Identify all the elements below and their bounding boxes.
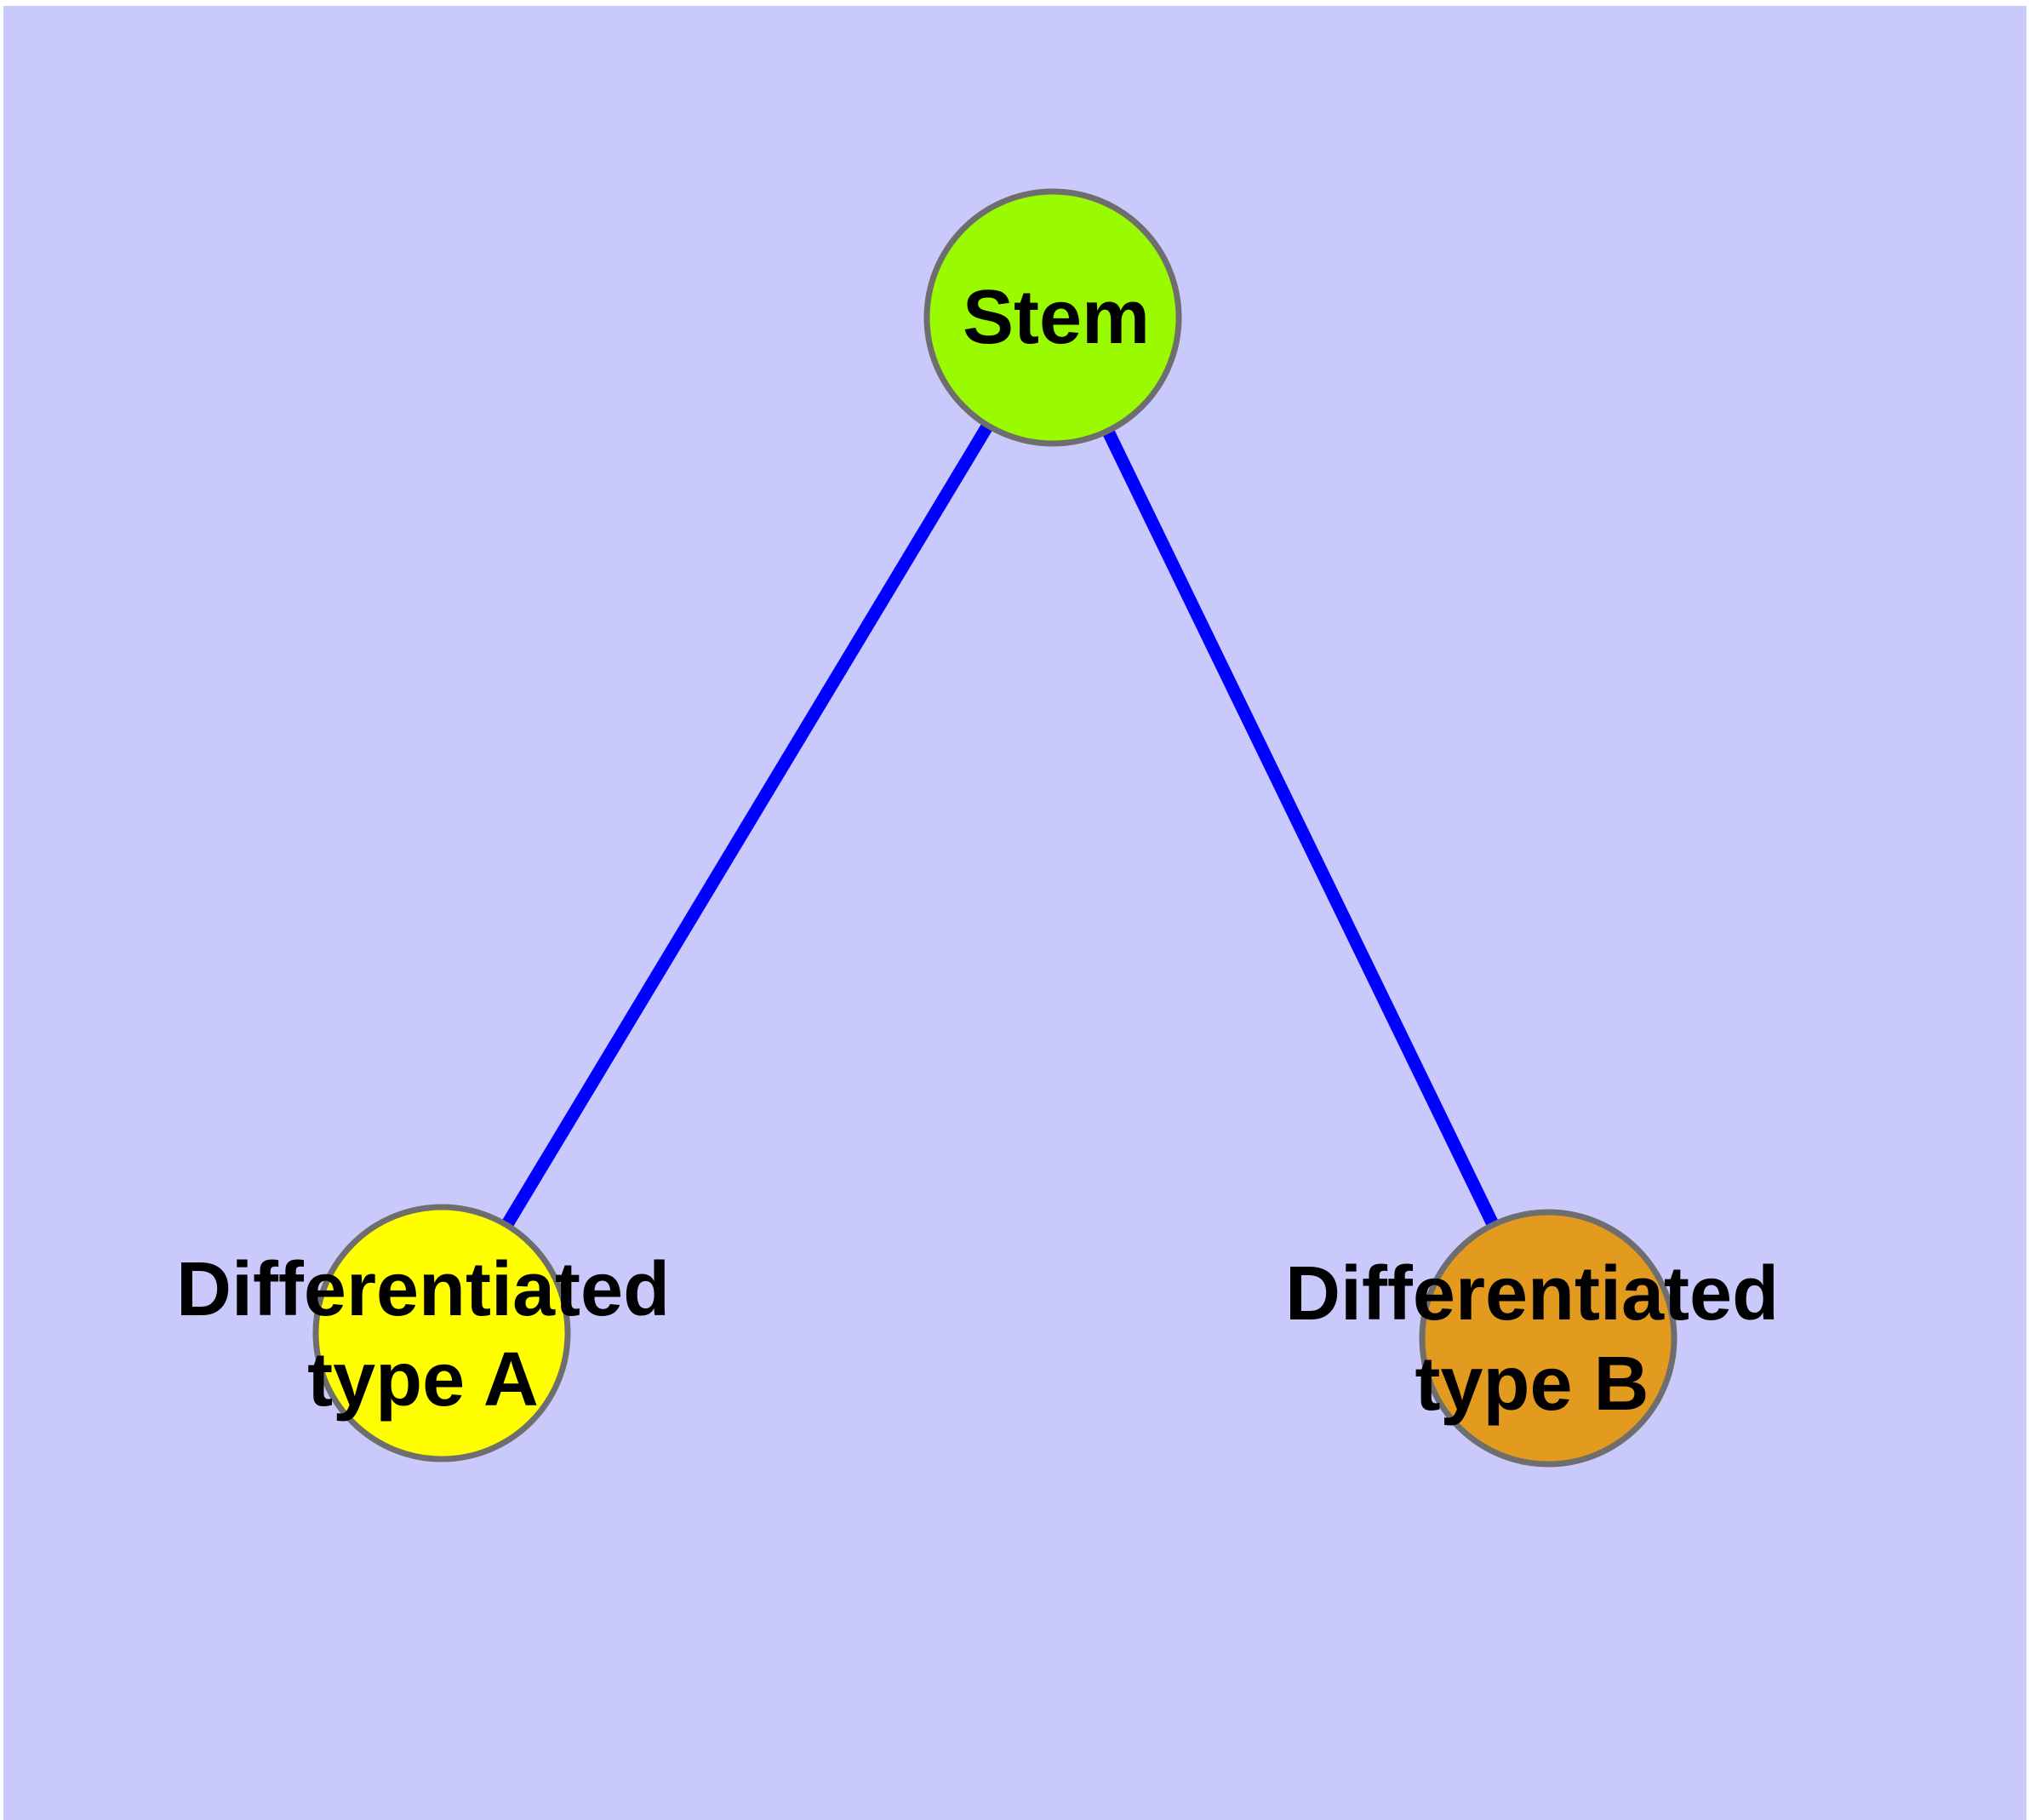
node-stem-label: Stem <box>962 275 1151 360</box>
node-stem-circle <box>923 188 1182 447</box>
node-type-a-circle <box>312 1204 571 1462</box>
edge-stem-to-type-a <box>436 314 1059 1336</box>
edge-stem-to-type-b <box>1047 314 1554 1342</box>
node-type-b-circle <box>1419 1209 1677 1468</box>
node-type-a-label: Differentiated type A <box>175 1247 671 1422</box>
node-type-b-label: Differentiated type B <box>1284 1251 1780 1427</box>
graph-svg <box>312 188 1677 1468</box>
diagram-canvas: Stem Differentiated type A Differentiate… <box>3 6 2026 1820</box>
